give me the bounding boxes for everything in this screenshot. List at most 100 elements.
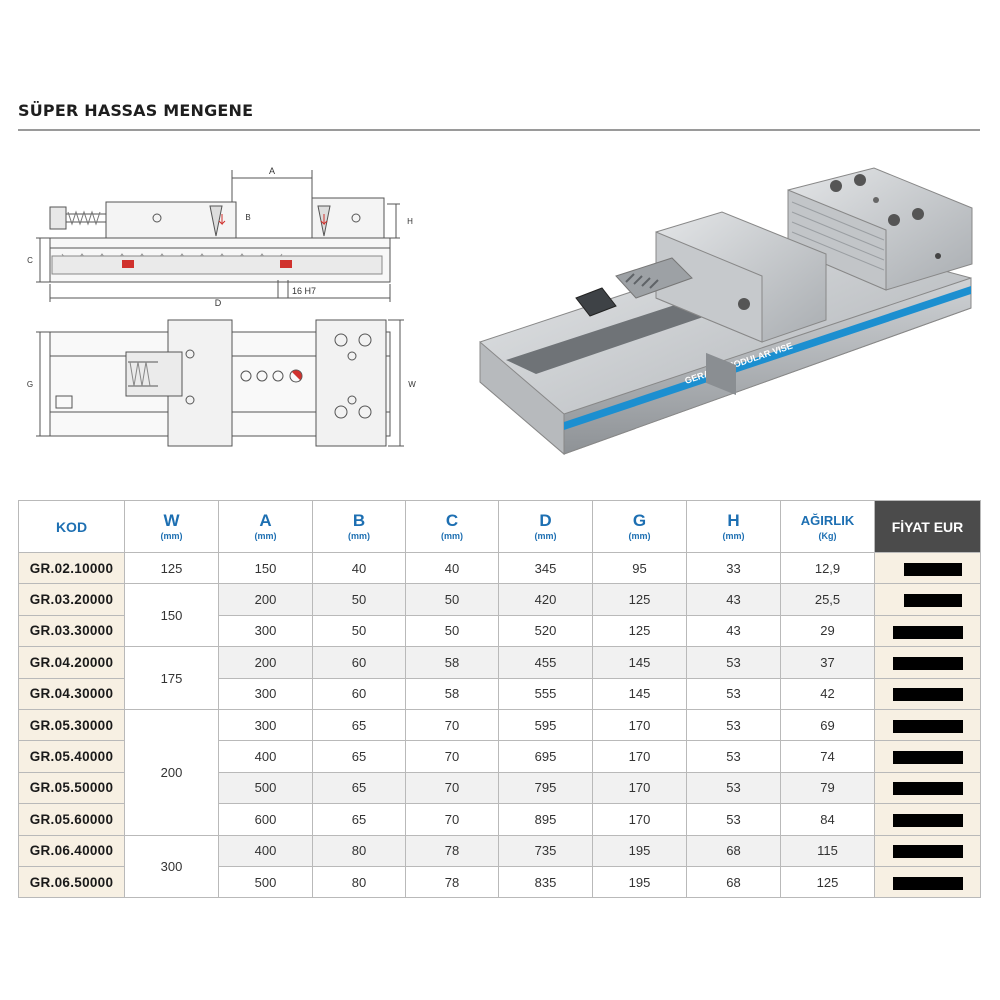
- redacted-price-bar: [892, 876, 963, 890]
- cell-g: 145: [592, 646, 687, 679]
- cell-b: 60: [312, 677, 406, 710]
- col-header-h: H(mm): [686, 500, 781, 553]
- cell-h: 53: [686, 677, 781, 710]
- page-title: SÜPER HASSAS MENGENE: [18, 101, 254, 120]
- cell-h: 53: [686, 740, 781, 773]
- dim-label-h: H: [407, 217, 413, 226]
- cell-fiyat: [874, 771, 981, 805]
- col-header-d: D(mm): [498, 500, 593, 553]
- cell-fiyat: [874, 803, 981, 836]
- cell-g: 170: [592, 803, 687, 836]
- cell-g: 195: [592, 865, 687, 899]
- redacted-price-bar: [892, 813, 963, 827]
- cell-c: 40: [405, 551, 499, 585]
- redacted-price-bar: [892, 719, 963, 733]
- cell-fiyat: [874, 740, 981, 773]
- cell-fiyat: [874, 865, 981, 899]
- cell-agirlik: 74: [780, 740, 875, 773]
- cell-fiyat: [874, 677, 981, 710]
- cell-kod: GR.05.50000: [18, 771, 125, 805]
- cell-fiyat: [874, 646, 981, 679]
- cell-b: 80: [312, 834, 406, 867]
- cell-d: 455: [498, 646, 593, 679]
- cell-b: 65: [312, 803, 406, 836]
- cell-c: 58: [405, 646, 499, 679]
- cell-a: 400: [218, 740, 313, 773]
- cell-kod: GR.04.30000: [18, 677, 125, 710]
- cell-fiyat: [874, 551, 981, 585]
- cell-c: 70: [405, 803, 499, 836]
- cell-kod: GR.05.40000: [18, 740, 125, 773]
- cell-c: 70: [405, 708, 499, 742]
- cell-b: 40: [312, 551, 406, 585]
- cell-h: 53: [686, 646, 781, 679]
- table-row: GR.05.50000 500 65 70 795 170 53 79: [18, 771, 981, 805]
- cell-h: 43: [686, 583, 781, 616]
- cell-h: 53: [686, 708, 781, 742]
- cell-d: 520: [498, 614, 593, 648]
- cell-d: 420: [498, 583, 593, 616]
- cell-c: 70: [405, 771, 499, 805]
- cell-fiyat: [874, 614, 981, 648]
- cell-a: 150: [218, 551, 313, 585]
- cell-g: 195: [592, 834, 687, 867]
- cell-b: 50: [312, 614, 406, 648]
- cell-c: 70: [405, 740, 499, 773]
- cell-a: 300: [218, 708, 313, 742]
- dim-label-d: D: [215, 298, 222, 308]
- cell-g: 125: [592, 614, 687, 648]
- cell-kod: GR.05.60000: [18, 803, 125, 836]
- cell-a: 200: [218, 646, 313, 679]
- cell-agirlik: 29: [780, 614, 875, 648]
- table-row: GR.04.20000 175 200 60 58 455 145 53 37: [18, 646, 981, 710]
- table-row: GR.05.30000 200 300 65 70 595 170 53 69: [18, 708, 981, 836]
- col-header-a: A(mm): [218, 500, 313, 553]
- col-header-b: B(mm): [312, 500, 406, 553]
- col-header-agirlik: AĞIRLIK(Kg): [780, 500, 875, 553]
- cell-a: 400: [218, 834, 313, 867]
- cell-g: 95: [592, 551, 687, 585]
- cell-agirlik: 69: [780, 708, 875, 742]
- title-divider: [18, 129, 980, 131]
- cell-b: 80: [312, 865, 406, 899]
- table-row: GR.06.40000 300 400 80 78 735 195 68 115: [18, 834, 981, 899]
- cell-g: 125: [592, 583, 687, 616]
- redacted-price-bar: [903, 594, 962, 608]
- cell-agirlik: 115: [780, 834, 875, 867]
- table-row: GR.02.10000 125 150 40 40 345 95 33 12,9: [18, 551, 981, 585]
- cell-agirlik: 79: [780, 771, 875, 805]
- col-header-kod: KOD: [18, 500, 125, 553]
- redacted-price-bar: [892, 845, 963, 859]
- cell-h: 68: [686, 865, 781, 899]
- cell-b: 65: [312, 708, 406, 742]
- cell-d: 795: [498, 771, 593, 805]
- cell-a: 500: [218, 771, 313, 805]
- cell-agirlik: 125: [780, 865, 875, 899]
- cell-h: 53: [686, 803, 781, 836]
- cell-a: 600: [218, 803, 313, 836]
- cell-a: 300: [218, 614, 313, 648]
- dim-label-a: A: [269, 166, 275, 176]
- dim-label-w: W: [408, 380, 416, 389]
- vise-product-photo: GERARDI MODULAR VISE: [479, 167, 973, 456]
- col-header-g: G(mm): [592, 500, 687, 553]
- cell-fiyat: [874, 583, 981, 616]
- cell-kod: GR.05.30000: [18, 708, 125, 742]
- cell-kod: GR.03.30000: [18, 614, 125, 648]
- redacted-price-bar: [892, 688, 963, 702]
- table-row: GR.05.60000 600 65 70 895 170 53 84: [18, 803, 981, 836]
- col-header-c: C(mm): [405, 500, 499, 553]
- cell-c: 50: [405, 583, 499, 616]
- table-row: GR.04.30000 300 60 58 555 145 53 42: [18, 677, 981, 710]
- cell-kod: GR.06.40000: [18, 834, 125, 867]
- cell-g: 170: [592, 740, 687, 773]
- cell-c: 58: [405, 677, 499, 710]
- cell-d: 695: [498, 740, 593, 773]
- cell-agirlik: 42: [780, 677, 875, 710]
- redacted-price-bar: [892, 751, 963, 765]
- redacted-price-bar: [903, 562, 962, 576]
- cell-h: 68: [686, 834, 781, 867]
- cell-d: 345: [498, 551, 593, 585]
- cell-b: 60: [312, 646, 406, 679]
- col-header-fiyat: FİYAT EUR: [874, 500, 981, 553]
